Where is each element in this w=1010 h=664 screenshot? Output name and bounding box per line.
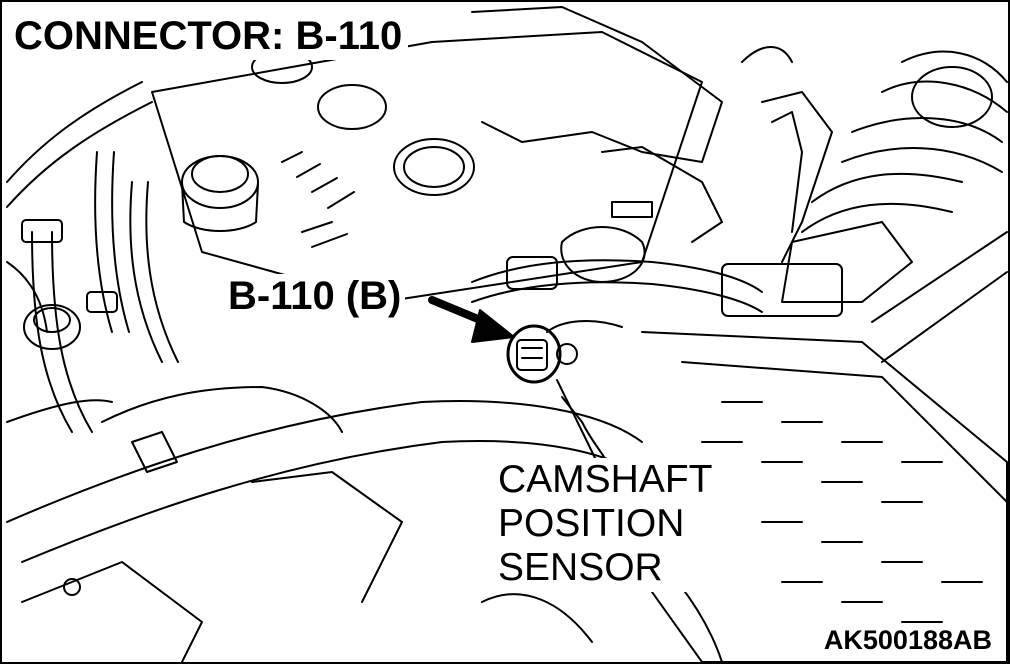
left-hoses <box>6 81 179 433</box>
component-label-line-3: SENSOR <box>498 546 663 589</box>
component-label-line-1: CAMSHAFT <box>498 458 713 501</box>
valve-cover <box>151 31 703 303</box>
component-label: CAMSHAFT POSITION SENSOR <box>494 458 719 592</box>
sensor-leader-line <box>556 379 598 463</box>
oil-filler-cap <box>23 155 259 350</box>
lower-intake-pipe <box>6 386 653 662</box>
component-label-line-2: POSITION <box>498 502 685 545</box>
wiring-harness <box>471 46 843 317</box>
camshaft-position-sensor-drawing <box>506 320 623 463</box>
connector-label: B-110 (B) <box>224 274 406 318</box>
intake-manifold <box>471 6 723 283</box>
diagram-title: CONNECTOR: B-110 <box>12 14 409 60</box>
air-cleaner-box <box>601 331 1008 662</box>
air-intake-duct <box>781 50 1008 363</box>
figure-code: AK500188AB <box>819 625 996 656</box>
connector-pointer-arrow <box>428 296 515 343</box>
